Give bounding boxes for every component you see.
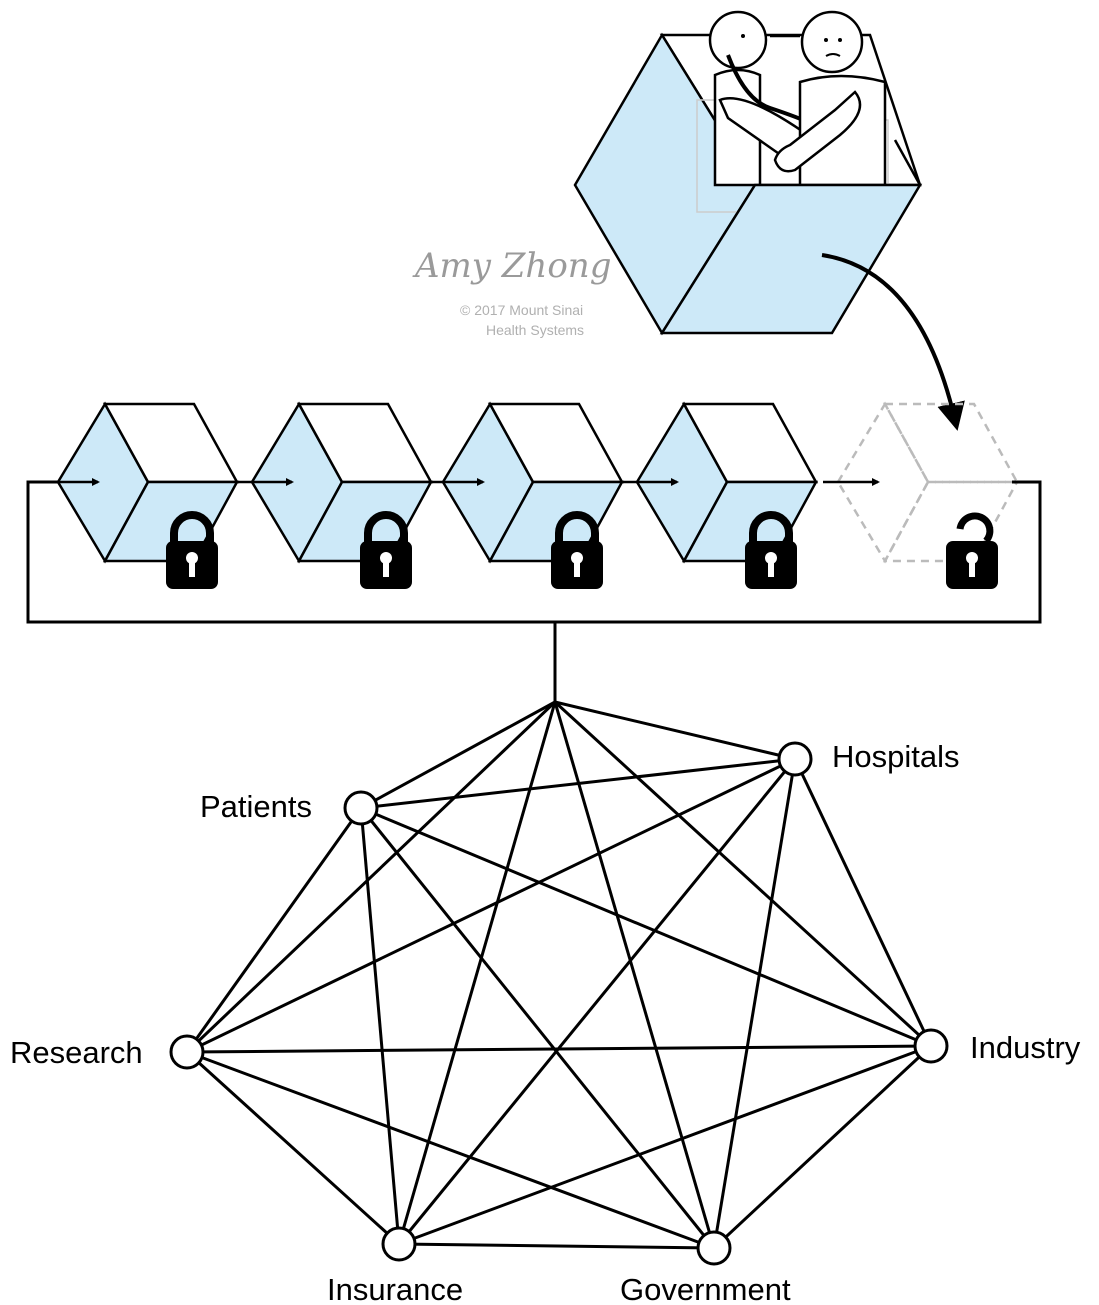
add-block-arrow (821, 253, 965, 431)
lock-closed-icon (360, 511, 412, 589)
edge-research-industry (186, 1044, 932, 1054)
blockchain (26, 401, 1042, 624)
node-label-insurance: Insurance (327, 1272, 463, 1305)
node-government (696, 1230, 732, 1266)
chain-block (428, 401, 625, 589)
signature-org: Health Systems (486, 322, 584, 338)
edge-hub-industry (553, 700, 933, 1048)
edge-patients-government (359, 807, 716, 1249)
edge-industry-insurance (398, 1044, 932, 1246)
node-insurance (381, 1226, 417, 1262)
edge-hub-insurance (397, 701, 557, 1245)
chain-block (823, 401, 1020, 589)
node-label-industry: Industry (970, 1030, 1081, 1065)
node-industry (913, 1028, 949, 1064)
node-patients (343, 790, 379, 826)
node-label-patients: Patients (200, 789, 312, 824)
chain-link-arrowhead (872, 478, 880, 486)
edge-hub-government (553, 701, 716, 1249)
block-left-face (836, 401, 930, 564)
patient-figure (773, 10, 887, 187)
chain-link-arrowhead (286, 478, 294, 486)
edge-patients-industry (360, 806, 932, 1048)
chain-block (56, 401, 240, 589)
chain-link-arrowhead (671, 478, 679, 486)
edge-hospitals-research (186, 757, 796, 1054)
node-label-research: Research (10, 1035, 143, 1070)
edge-patients-research (185, 807, 363, 1053)
consultation-block-illustration (573, 10, 923, 336)
chain-block (622, 401, 819, 589)
edge-industry-government (712, 1044, 933, 1250)
edge-patients-hospitals (360, 757, 796, 810)
chain-link-arrowhead (92, 478, 100, 486)
node-hospitals (777, 741, 813, 777)
edge-hospitals-insurance (397, 758, 797, 1245)
stakeholder-network (169, 700, 949, 1266)
lock-open-icon (946, 512, 998, 589)
doctor-figure (708, 10, 818, 187)
lock-closed-icon (166, 511, 218, 589)
edge-patients-insurance (359, 807, 401, 1245)
signature-copyright: © 2017 Mount Sinai (460, 302, 583, 318)
chain-block (237, 401, 434, 589)
chain-link-arrowhead (477, 478, 485, 486)
block-front-face (882, 480, 1020, 563)
node-label-government: Government (620, 1272, 791, 1305)
artist-signature: Amy Zhong © 2017 Mount Sinai Health Syst… (412, 246, 611, 338)
node-research (169, 1034, 205, 1070)
edge-hub-research (185, 700, 557, 1054)
signature-name: Amy Zhong (412, 246, 611, 286)
lock-closed-icon (745, 511, 797, 589)
edge-hospitals-industry (793, 758, 933, 1047)
edge-research-insurance (185, 1050, 401, 1246)
edge-research-government (186, 1050, 715, 1250)
edge-hub-hospitals (554, 700, 796, 761)
edge-insurance-government (398, 1242, 715, 1250)
edge-hospitals-government (712, 758, 797, 1249)
edge-hub-patients (360, 700, 556, 810)
node-label-hospitals: Hospitals (832, 739, 960, 774)
block-top-face (882, 402, 1020, 484)
lock-closed-icon (551, 511, 603, 589)
